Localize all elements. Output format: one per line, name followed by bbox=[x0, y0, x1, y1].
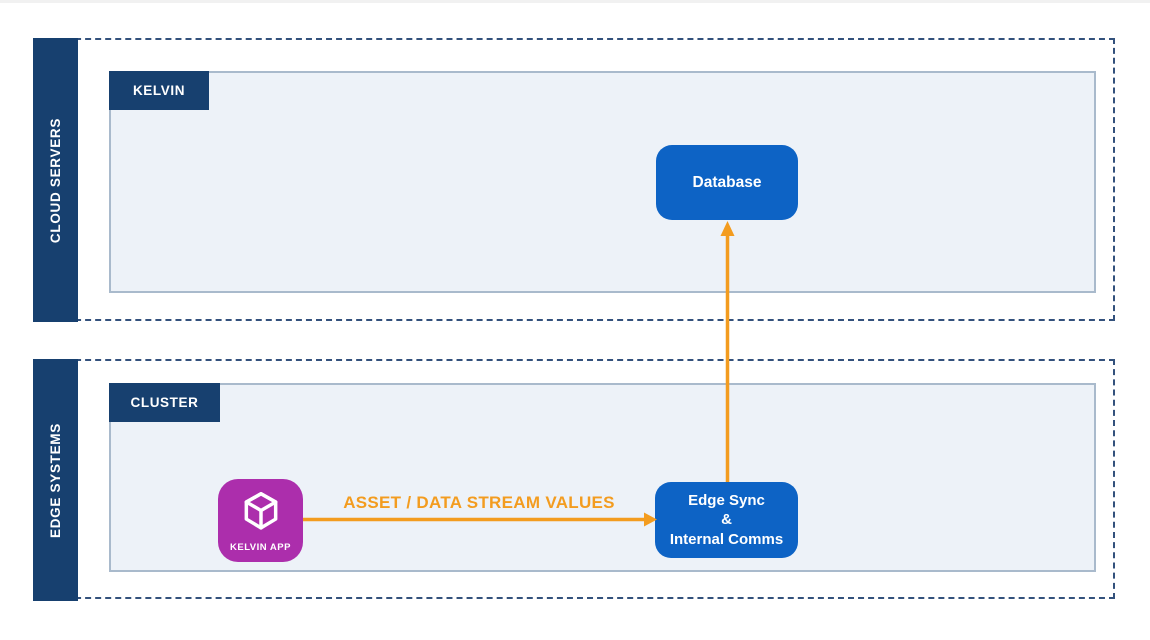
top-divider bbox=[0, 0, 1150, 3]
cloud-servers-sidebar: CLOUD SERVERS bbox=[33, 38, 78, 322]
asset-stream-arrow-label: ASSET / DATA STREAM VALUES bbox=[343, 493, 615, 512]
edge-sync-line-3: Internal Comms bbox=[669, 530, 784, 548]
cluster-tab: CLUSTER bbox=[109, 383, 220, 422]
kelvin-app-node-label: KELVIN APP bbox=[230, 542, 291, 553]
database-node: Database bbox=[656, 145, 798, 220]
edge-systems-sidebar: EDGE SYSTEMS bbox=[33, 359, 78, 601]
edge-sync-node: Edge Sync & Internal Comms bbox=[655, 482, 798, 558]
kelvin-tab-label: KELVIN bbox=[132, 83, 186, 98]
kelvin-app-node: KELVIN APP bbox=[218, 479, 303, 562]
kelvin-panel: KELVIN bbox=[109, 71, 1096, 293]
cube-icon bbox=[218, 489, 303, 533]
edge-sync-line-2: & bbox=[721, 511, 732, 529]
database-node-label: Database bbox=[692, 173, 762, 191]
kelvin-tab: KELVIN bbox=[109, 71, 209, 110]
cluster-tab-label: CLUSTER bbox=[130, 395, 199, 410]
cloud-servers-sidebar-label: CLOUD SERVERS bbox=[48, 117, 63, 243]
edge-sync-line-1: Edge Sync bbox=[688, 492, 765, 510]
edge-systems-sidebar-label: EDGE SYSTEMS bbox=[48, 422, 63, 538]
